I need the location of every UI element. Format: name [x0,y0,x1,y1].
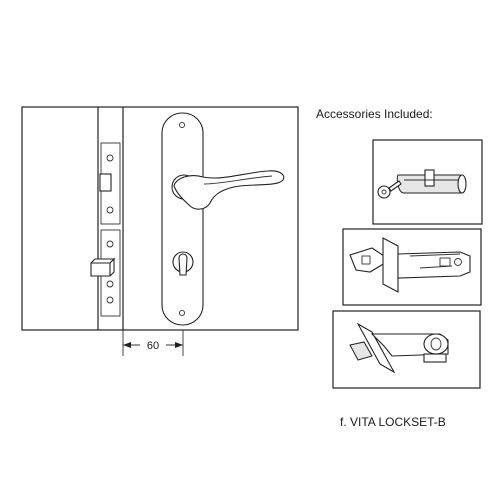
key-icon [377,180,402,199]
latch-faceplate [382,237,399,293]
accessories-heading: Accessories Included: [316,107,433,121]
thumb-turn [423,333,449,355]
lever-highlight [203,175,273,185]
deadbolt [90,257,116,277]
door-elevation: 60 [21,106,299,356]
lower-faceplate [90,229,121,317]
accessory-latch-box [342,228,482,306]
screw-icon [178,121,186,129]
product-caption: f. VITA LOCKSET-B [340,415,446,429]
keyhole-icon [178,253,188,276]
accessory-bolt-box [332,310,481,389]
screw-icon [178,309,186,317]
upper-faceplate [99,142,121,225]
tubular-latch-icon [397,251,471,279]
privacy-bolt-icon [349,341,373,361]
lever-handle-icon [173,170,285,210]
door-frame-outline [21,106,299,331]
bolt-faceplate [356,322,396,374]
dimension-marker [122,330,184,356]
handle-backplate [161,112,204,326]
accessory-cylinder-box [372,139,483,225]
dimension-label: 60 [147,340,159,352]
latch-tongue [99,173,112,192]
